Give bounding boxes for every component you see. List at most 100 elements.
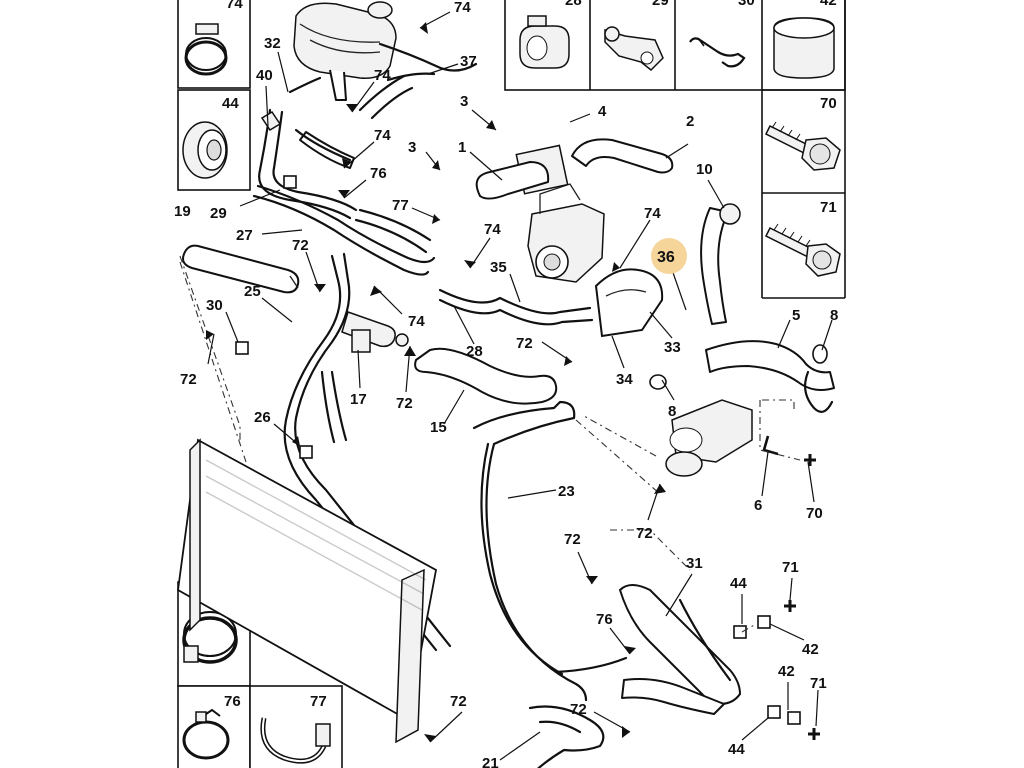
- hose-19[interactable]: [182, 244, 300, 294]
- hose-clamp-icon: [184, 23, 228, 76]
- hose-10[interactable]: [700, 207, 729, 325]
- callout-27: 27: [236, 227, 253, 244]
- callout-70: 70: [806, 505, 823, 522]
- callout-23: 23: [558, 483, 575, 500]
- callout-74: 74: [374, 67, 391, 84]
- bolt-icon: [764, 223, 841, 277]
- svg-text:36: 36: [657, 249, 675, 266]
- callout-72: 72: [636, 525, 653, 542]
- callout-10: 10: [696, 161, 713, 178]
- callout-2: 2: [686, 113, 694, 130]
- callout-74: 74: [484, 221, 501, 238]
- callout-72: 72: [450, 693, 467, 710]
- highlighted-callout-36[interactable]: 36: [651, 238, 687, 274]
- callout-15: 15: [430, 419, 447, 436]
- callout-72: 72: [564, 531, 581, 548]
- callout-3: 3: [460, 93, 468, 110]
- radiator[interactable]: [177, 438, 438, 744]
- hose-25[interactable]: [283, 254, 438, 652]
- leader-arrowheads: [206, 22, 666, 742]
- callout-28: 28: [466, 343, 483, 360]
- thermostat-housing-17[interactable]: [341, 311, 409, 353]
- hose-37[interactable]: [378, 42, 478, 72]
- callout-35: 35: [490, 259, 507, 276]
- expansion-tank[interactable]: [293, 1, 397, 101]
- callout-42: 42: [778, 663, 795, 680]
- spring-clamp-icon: [182, 708, 230, 760]
- wire-clip-icon: [689, 37, 746, 68]
- bracket-34[interactable]: [594, 268, 664, 338]
- callout-8: 8: [830, 307, 838, 324]
- callout-42: 42: [802, 641, 819, 658]
- bolt-marker-70: [804, 454, 816, 466]
- callout-77: 77: [392, 197, 409, 214]
- callout-72: 72: [516, 335, 533, 352]
- legend-box-28[interactable]: 28: [519, 0, 582, 69]
- grommet-icon: [182, 121, 228, 179]
- pipe-assembly-31[interactable]: [618, 584, 742, 715]
- callout-72: 72: [570, 701, 587, 718]
- legend-box-77[interactable]: 77: [249, 685, 343, 768]
- hose-5[interactable]: [705, 340, 835, 391]
- callout-30: 30: [206, 297, 223, 314]
- legend-box-70[interactable]: 70: [764, 95, 841, 171]
- callout-76: 76: [370, 165, 387, 182]
- callout-5: 5: [792, 307, 800, 324]
- legend-box-42[interactable]: 42: [773, 0, 837, 79]
- hose-connector-icon: [519, 15, 570, 69]
- callout-72: 72: [180, 371, 197, 388]
- callout-labels: 74 32 40 74 37 3 4 74 1 3 2 10 76 29 77 …: [174, 0, 838, 768]
- hose-15[interactable]: [414, 347, 558, 405]
- callout-71: 71: [782, 559, 799, 576]
- hose-2[interactable]: [571, 138, 674, 174]
- svg-text:44: 44: [222, 95, 239, 112]
- svg-text:74: 74: [226, 0, 243, 12]
- legend-box-76[interactable]: 76: [177, 685, 251, 768]
- hose-77-region: [354, 208, 432, 254]
- callout-6: 6: [754, 497, 762, 514]
- callout-37: 37: [460, 53, 477, 70]
- clip-6[interactable]: [762, 435, 779, 456]
- legend-box-29[interactable]: 29: [604, 0, 669, 72]
- hose-29[interactable]: [258, 108, 352, 220]
- pipe-35[interactable]: [438, 288, 592, 315]
- svg-text:77: 77: [310, 693, 327, 710]
- hose-1[interactable]: [475, 161, 550, 200]
- cable-tie-icon: [260, 717, 331, 764]
- clip-connector-icon: [604, 26, 664, 72]
- band-clamp-icon: [182, 611, 238, 664]
- callout-71: 71: [810, 675, 827, 692]
- bolt-marker-71a: [784, 600, 796, 612]
- callout-74: 74: [374, 127, 391, 144]
- callout-31: 31: [686, 555, 703, 572]
- callout-33: 33: [664, 339, 681, 356]
- callout-72: 72: [396, 395, 413, 412]
- svg-text:42: 42: [820, 0, 837, 9]
- svg-text:30: 30: [738, 0, 755, 9]
- legend-box-44[interactable]: 44: [177, 89, 251, 191]
- callout-74: 74: [454, 0, 471, 16]
- callout-1: 1: [458, 139, 466, 156]
- svg-text:70: 70: [820, 95, 837, 112]
- callout-44: 44: [730, 575, 747, 592]
- hose-27[interactable]: [252, 194, 430, 276]
- svg-text:29: 29: [652, 0, 669, 9]
- callout-19: 19: [174, 203, 191, 220]
- callout-26: 26: [254, 409, 271, 426]
- bolt-marker-71b: [808, 728, 820, 740]
- legend-box-30[interactable]: 30: [689, 0, 755, 68]
- callout-8: 8: [668, 403, 676, 420]
- callout-29: 29: [210, 205, 227, 222]
- legend-box-71[interactable]: 71: [764, 199, 841, 277]
- legend-box-74[interactable]: 74: [177, 0, 251, 89]
- hose-21[interactable]: [528, 705, 605, 768]
- callout-74: 74: [644, 205, 661, 222]
- sleeve-icon: [773, 17, 835, 79]
- callout-17: 17: [350, 391, 367, 408]
- water-outlet-housing[interactable]: [665, 399, 753, 477]
- svg-text:76: 76: [224, 693, 241, 710]
- o-ring-8[interactable]: [649, 374, 667, 390]
- callout-76: 76: [596, 611, 613, 628]
- hose-23[interactable]: [472, 400, 588, 702]
